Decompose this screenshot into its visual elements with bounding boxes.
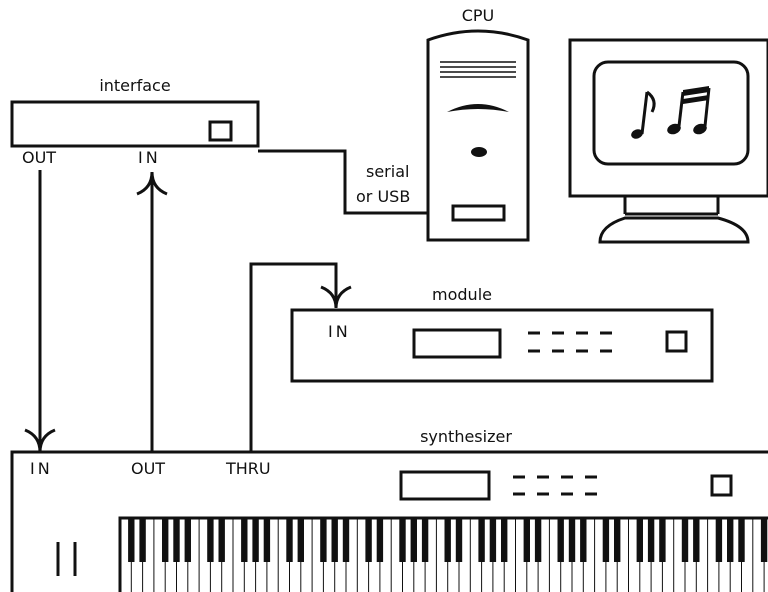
- cpu-tower: [426, 29, 530, 242]
- synth-in-label: IN: [30, 459, 53, 478]
- synthesizer-label: synthesizer: [420, 427, 512, 446]
- music-notes-icon: [631, 86, 711, 139]
- synth-thru-label: THRU: [225, 459, 271, 478]
- module-in-label: IN: [328, 322, 351, 341]
- cpu-label: CPU: [462, 6, 495, 25]
- synth-out-label: OUT: [131, 459, 165, 478]
- serial-usb-cable: [258, 149, 428, 215]
- keyboard: [118, 516, 768, 592]
- interface-label: interface: [99, 76, 170, 95]
- serial-label: serial: [366, 162, 409, 181]
- module-box: [290, 308, 714, 383]
- module-label: module: [432, 285, 492, 304]
- monitor: [568, 38, 768, 244]
- interface-box: [10, 100, 260, 148]
- midi-cables: [24, 170, 352, 453]
- synthesizer: [10, 450, 768, 592]
- interface-in-label: IN: [138, 148, 161, 167]
- usb-label: or USB: [356, 187, 410, 206]
- interface-out-label: OUT: [22, 148, 56, 167]
